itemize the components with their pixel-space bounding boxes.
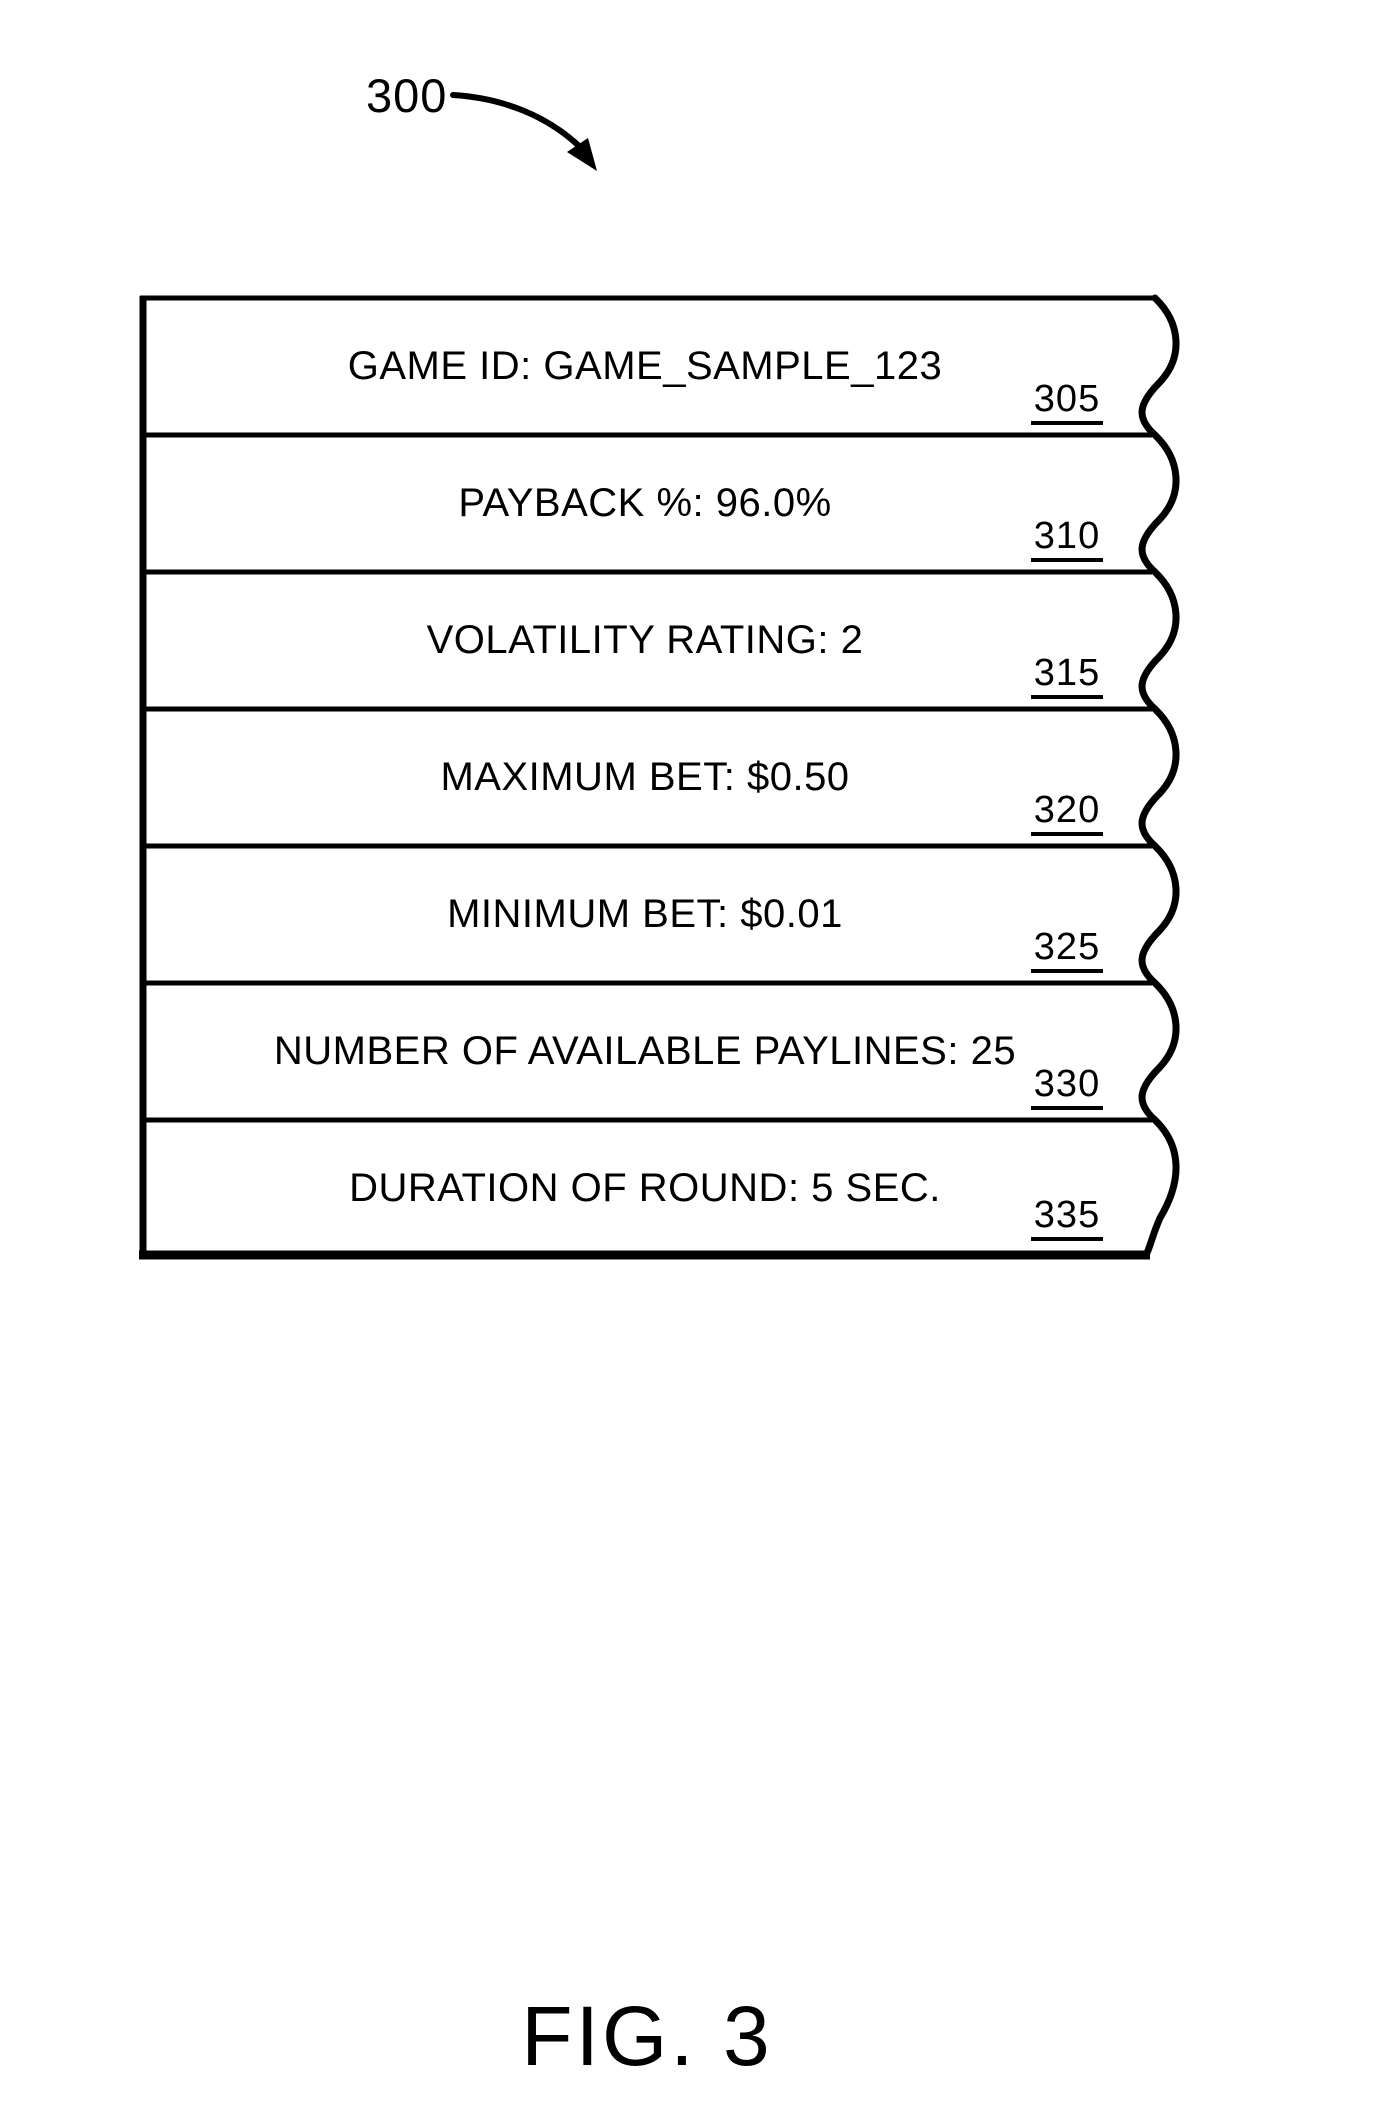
row-ref-number: 325 — [1012, 928, 1122, 973]
curved-arrow-icon — [450, 92, 597, 171]
torn-edge-wave — [1138, 294, 1180, 1259]
table-row: NUMBER OF AVAILABLE PAYLINES: 25 — [150, 983, 1140, 1120]
row-label: VOLATILITY RATING: 2 — [426, 618, 864, 662]
row-ref-number: 320 — [1012, 791, 1122, 836]
row-label: NUMBER OF AVAILABLE PAYLINES: 25 — [273, 1029, 1017, 1073]
row-ref-number: 315 — [1012, 654, 1122, 699]
table-row: MINIMUM BET: $0.01 — [150, 846, 1140, 983]
row-label: GAME ID: GAME_SAMPLE_123 — [347, 344, 943, 388]
table-row: DURATION OF ROUND: 5 SEC. — [150, 1120, 1140, 1257]
row-ref-number: 330 — [1012, 1065, 1122, 1110]
table-row: PAYBACK %: 96.0% — [150, 435, 1140, 572]
row-label: DURATION OF ROUND: 5 SEC. — [349, 1166, 941, 1210]
row-label: PAYBACK %: 96.0% — [458, 481, 832, 525]
row-label: MAXIMUM BET: $0.50 — [440, 755, 850, 799]
figure-caption: FIG. 3 — [521, 1989, 773, 2083]
table-row: GAME ID: GAME_SAMPLE_123 — [150, 298, 1140, 435]
row-label: MINIMUM BET: $0.01 — [447, 892, 843, 936]
row-ref-number: 310 — [1012, 517, 1122, 562]
row-ref-number: 335 — [1012, 1196, 1122, 1241]
row-ref-number: 305 — [1012, 380, 1122, 425]
table-row: MAXIMUM BET: $0.50 — [150, 709, 1140, 846]
lead-reference-number: 300 — [366, 69, 448, 122]
table-row: VOLATILITY RATING: 2 — [150, 572, 1140, 709]
